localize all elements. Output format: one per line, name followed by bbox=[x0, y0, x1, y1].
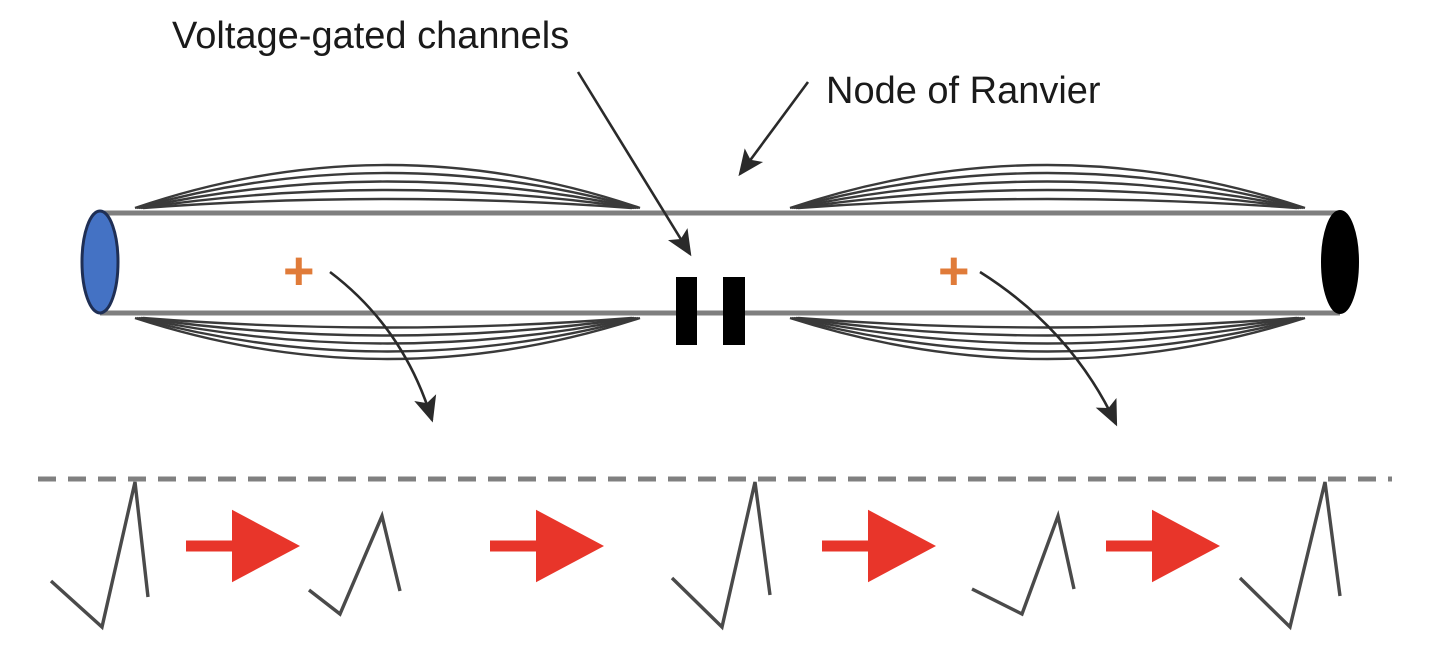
positive-charge-right: + bbox=[938, 241, 970, 301]
axon-terminal-cap-blue bbox=[80, 209, 120, 315]
myelin-arc bbox=[138, 180, 637, 210]
voltage-gated-channels-leader-line bbox=[576, 71, 692, 257]
voltage-gated-channels-label: Voltage-gated channels bbox=[172, 15, 569, 57]
myelin-sheath-upper-left bbox=[134, 163, 641, 210]
myelin-arc bbox=[789, 316, 1306, 361]
myelin-arc bbox=[791, 171, 1304, 210]
myelin-arc bbox=[140, 188, 635, 210]
axon-tube bbox=[100, 210, 1340, 316]
myelin-arc bbox=[793, 180, 1302, 210]
axon-terminal-cap-black bbox=[1321, 210, 1359, 314]
myelin-arc bbox=[795, 316, 1300, 337]
node-of-ranvier-channels bbox=[676, 277, 745, 345]
myelin-arc bbox=[134, 163, 641, 210]
spike-trace-node-3 bbox=[670, 481, 772, 631]
ion-flow-arrow-right bbox=[979, 270, 1118, 427]
myelin-arc bbox=[797, 197, 1298, 210]
spike-trace-internode-4 bbox=[971, 509, 1076, 617]
spike-trace-internode-2 bbox=[307, 510, 402, 617]
myelin-arc bbox=[795, 188, 1300, 210]
myelin-arc bbox=[791, 316, 1304, 353]
myelin-arc bbox=[136, 316, 639, 353]
axon-body-fill bbox=[100, 212, 1340, 314]
voltage-gated-channel-bar bbox=[723, 277, 745, 345]
ion-flow-arrow-left bbox=[329, 270, 437, 423]
myelin-arc bbox=[142, 197, 633, 210]
myelin-arc bbox=[789, 163, 1306, 210]
myelin-sheath-lower-left bbox=[134, 316, 641, 361]
spike-trace-node-1 bbox=[49, 481, 150, 631]
myelin-sheath-lower-right bbox=[789, 316, 1306, 361]
node-of-ranvier-leader-line bbox=[738, 81, 810, 177]
myelin-sheath-upper-right bbox=[789, 163, 1306, 210]
voltage-gated-channel-bar bbox=[676, 277, 697, 345]
myelin-arc bbox=[138, 316, 637, 345]
myelin-arc bbox=[793, 316, 1302, 345]
action-potential-traces bbox=[49, 481, 1342, 631]
myelin-arc bbox=[140, 316, 635, 337]
myelin-arc bbox=[136, 171, 639, 210]
myelin-arc bbox=[797, 316, 1298, 329]
positive-charge-left: + bbox=[283, 241, 315, 301]
myelin-arc bbox=[134, 316, 641, 361]
node-of-ranvier-label: Node of Ranvier bbox=[826, 70, 1101, 112]
spike-trace-node-5 bbox=[1238, 481, 1342, 631]
